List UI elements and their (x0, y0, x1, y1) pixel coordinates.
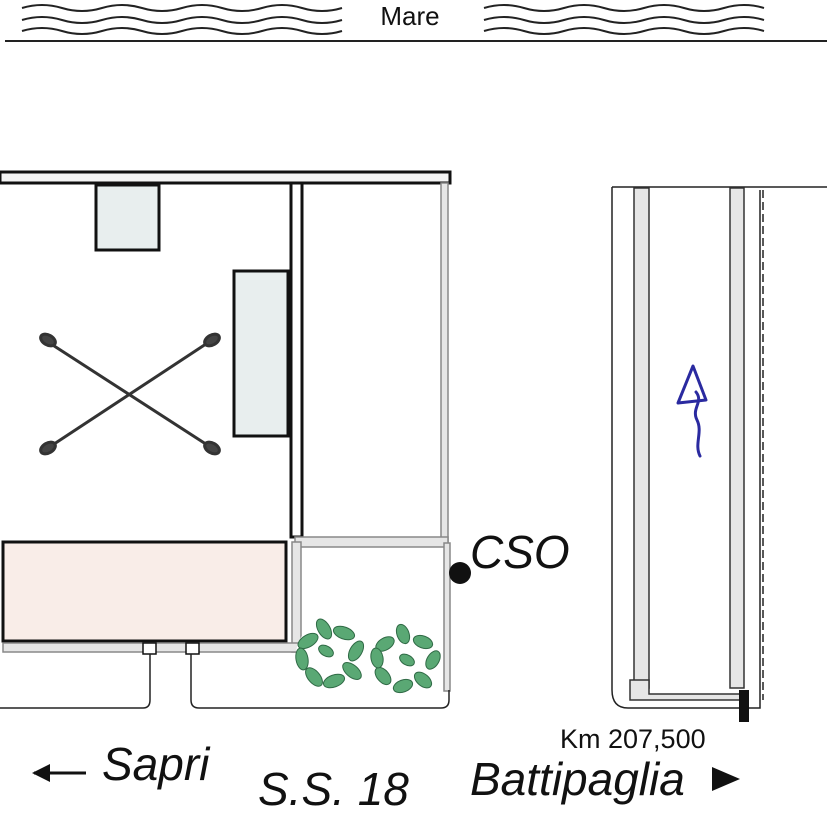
divider-wall (289, 181, 304, 539)
road-channel (611, 186, 827, 722)
lot-outline-right (190, 654, 450, 709)
inner-wall (294, 536, 449, 548)
east-wall (440, 182, 449, 544)
road-label: S.S. 18 (258, 763, 409, 815)
right-arrow-icon (712, 767, 740, 791)
sea-label: Mare (380, 1, 439, 31)
small-building (94, 183, 161, 252)
gate-post-right (185, 642, 200, 655)
east-wall-lower (443, 542, 451, 692)
lot-outline-left (0, 654, 151, 709)
crossing-symbol (39, 332, 221, 456)
building-complex (0, 170, 452, 709)
km-label: Km 207,500 (560, 724, 706, 754)
gate-post-left (142, 642, 157, 655)
sea-waves (21, 4, 765, 35)
station-marker-icon (449, 562, 471, 584)
inner-post (291, 541, 302, 653)
roof-band (0, 170, 452, 185)
station-label: CSO (470, 526, 570, 578)
tall-building (232, 269, 290, 438)
wavy-up-arrow-icon (676, 364, 708, 458)
pink-building (1, 540, 288, 643)
km-marker-post (739, 690, 749, 722)
direction-right-label: Battipaglia (470, 753, 685, 805)
direction-left-label: Sapri (102, 738, 211, 790)
shrubs-icon (295, 618, 441, 694)
left-arrow-icon (32, 764, 86, 782)
